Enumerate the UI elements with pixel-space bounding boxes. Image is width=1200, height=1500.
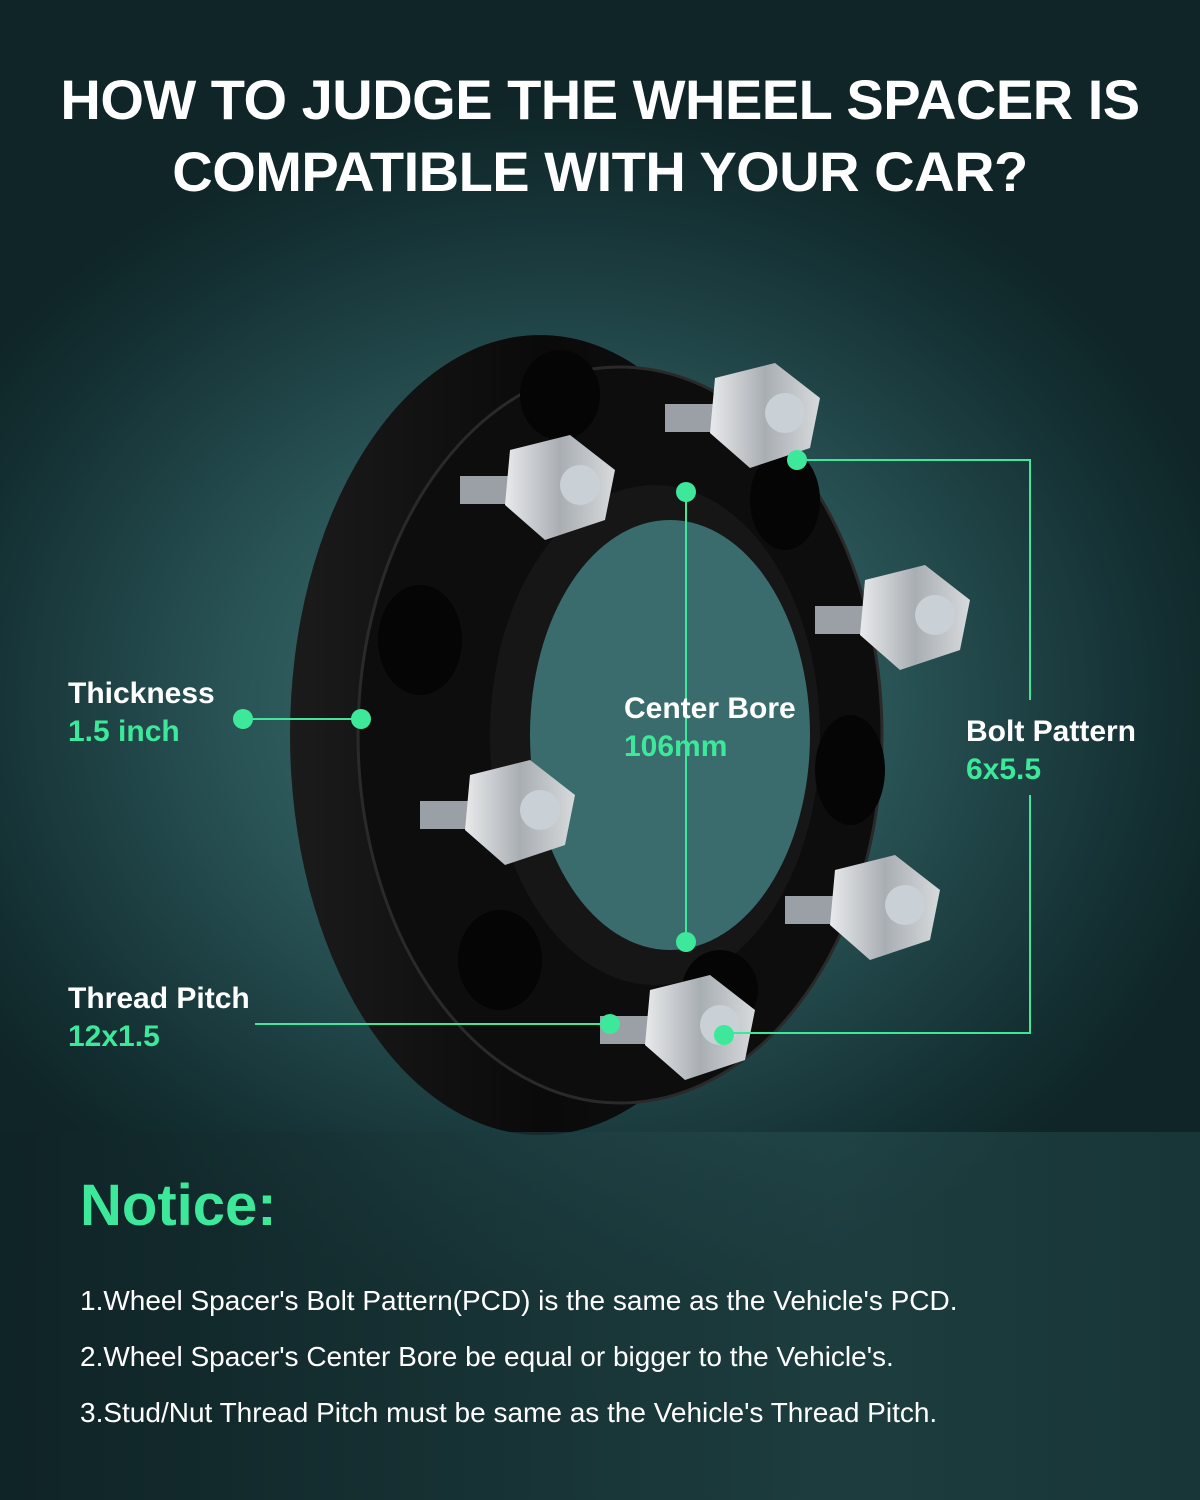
notice-item: 2.Wheel Spacer's Center Bore be equal or… [80,1341,894,1372]
thickness-value: 1.5 inch [68,715,180,748]
thread-pitch-value: 12x1.5 [68,1020,160,1053]
bolt-pattern-line-bottom [724,795,1031,1034]
title-line-2: COMPATIBLE WITH YOUR CAR? [172,140,1028,203]
title-line-1: HOW TO JUDGE THE WHEEL SPACER IS [60,68,1140,131]
notice-panel [0,1132,1200,1500]
bolt-holes [378,350,885,1030]
thickness-label: Thickness [68,677,215,710]
thickness-callout: Thickness 1.5 inch [68,675,215,751]
callout-dots [233,450,807,1045]
studs [420,363,970,1080]
callout-lines [243,459,1031,1034]
thread-pitch-callout: Thread Pitch 12x1.5 [68,980,250,1056]
bolt-pattern-callout: Bolt Pattern 6x5.5 [966,713,1136,789]
bolt-pattern-label: Bolt Pattern [966,715,1137,748]
center-bore [530,520,810,950]
center-bore-callout: Center Bore 106mm [624,690,796,766]
center-bore-value: 106mm [624,730,728,763]
notice-item: 1.Wheel Spacer's Bolt Pattern(PCD) is th… [80,1285,958,1316]
bolt-pattern-line-top [797,459,1031,700]
notice-heading: Notice: [80,1173,277,1238]
thread-pitch-label: Thread Pitch [68,982,250,1015]
center-bore-label: Center Bore [624,692,796,725]
bolt-pattern-value: 6x5.5 [966,753,1042,786]
notice-item: 3.Stud/Nut Thread Pitch must be same as … [80,1397,938,1428]
